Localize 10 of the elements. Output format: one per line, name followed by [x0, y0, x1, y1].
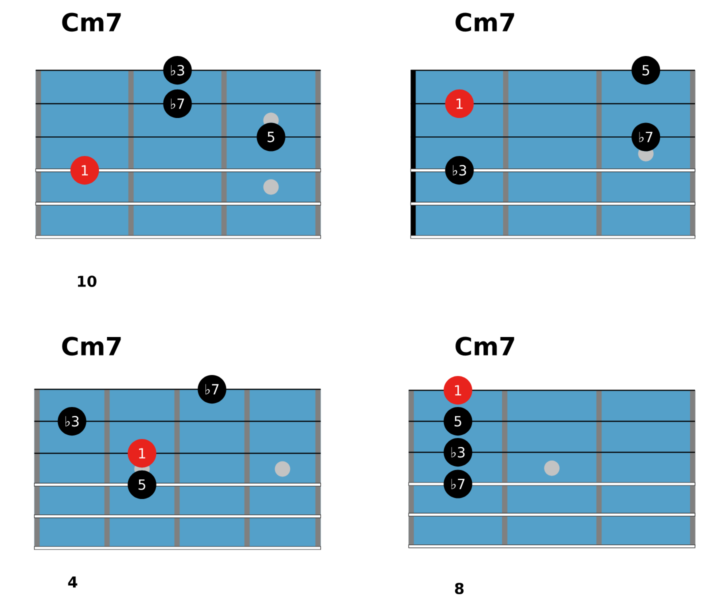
inlay-dot — [263, 179, 279, 195]
fret-number: 4 — [68, 576, 78, 588]
chord-name: Cm7 — [62, 336, 121, 356]
chord-name: Cm7 — [456, 12, 514, 32]
chord-name: Cm7 — [456, 336, 514, 356]
inlay-dot — [274, 461, 290, 477]
fret-number: 8 — [455, 582, 464, 594]
chord-name: Cm7 — [62, 12, 121, 32]
inlay-dot — [544, 460, 560, 476]
fret-number: 10 — [78, 276, 96, 287]
